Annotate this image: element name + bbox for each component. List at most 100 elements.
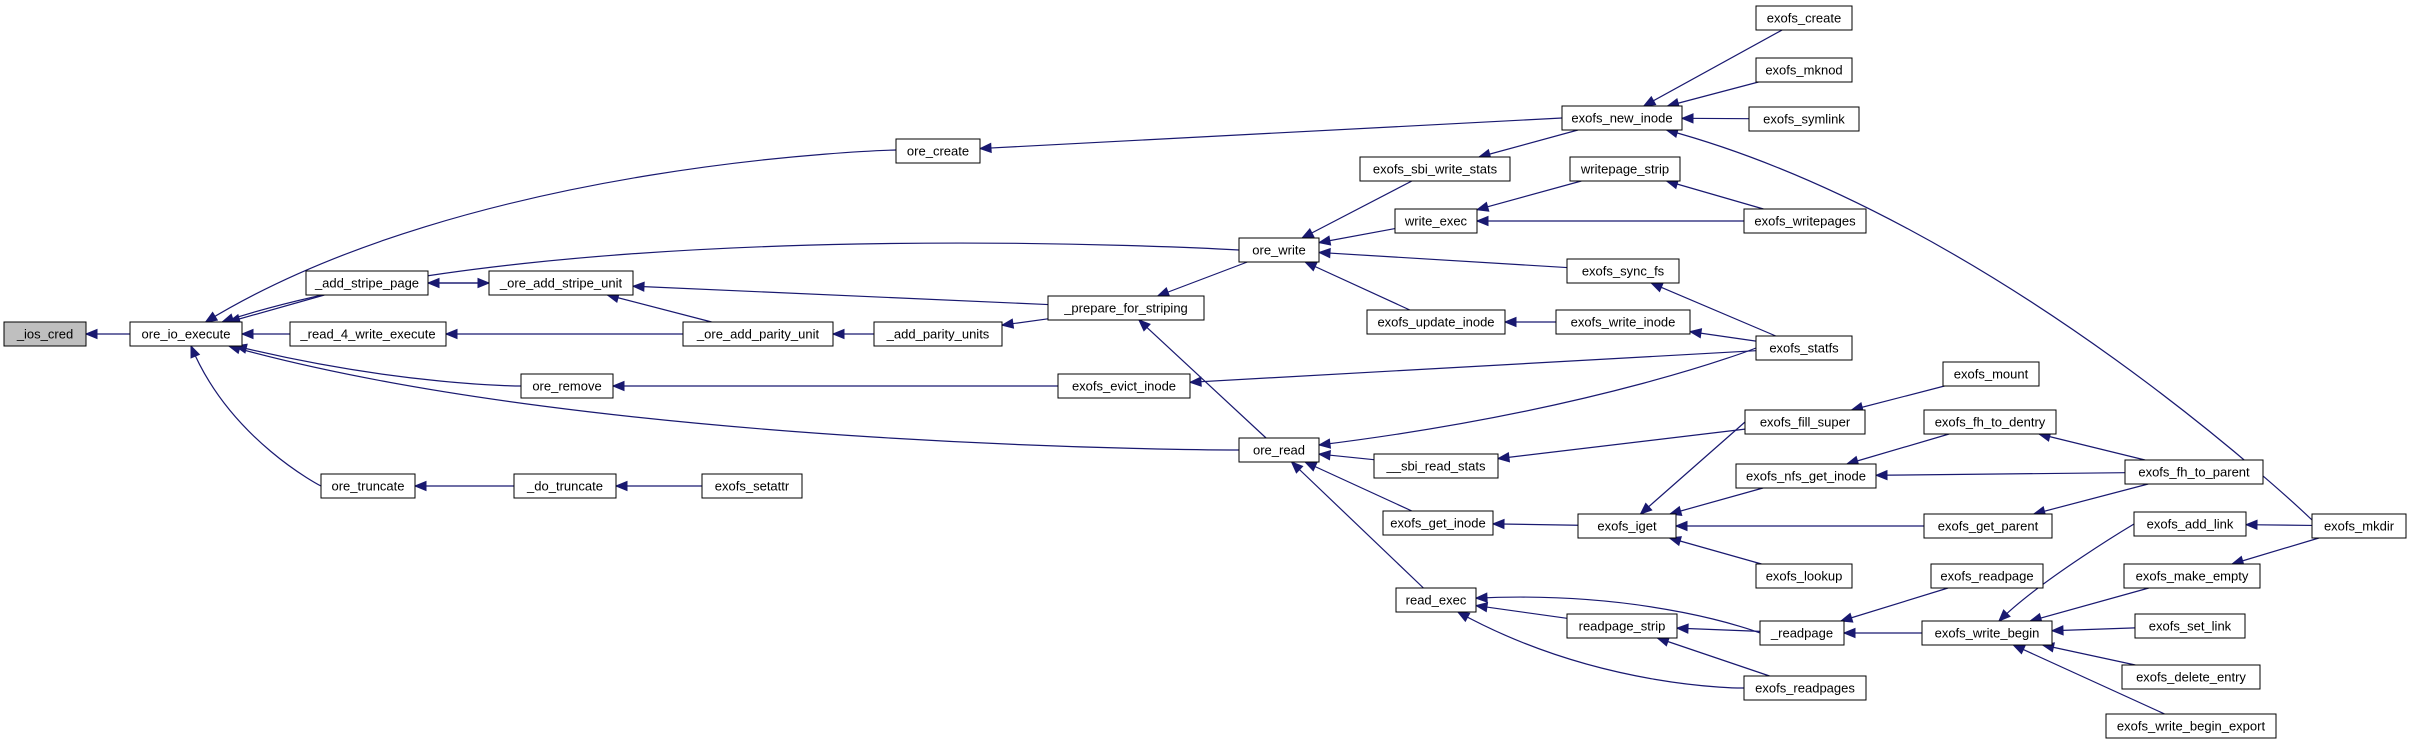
node-exofs-writepages[interactable]: exofs_writepages bbox=[1743, 208, 1867, 234]
node-box[interactable] bbox=[1373, 453, 1499, 479]
node-exofs-make-empty[interactable]: exofs_make_empty bbox=[2123, 563, 2261, 589]
node-box[interactable] bbox=[1394, 208, 1478, 234]
node-exofs-update-inode[interactable]: exofs_update_inode bbox=[1366, 309, 1506, 335]
node-box[interactable] bbox=[2311, 513, 2407, 539]
node-box[interactable] bbox=[701, 473, 803, 499]
node-write-exec[interactable]: write_exec bbox=[1394, 208, 1478, 234]
node-box[interactable] bbox=[1566, 258, 1680, 284]
node-box[interactable] bbox=[488, 270, 634, 296]
node-exofs-sync-fs[interactable]: exofs_sync_fs bbox=[1566, 258, 1680, 284]
node-exofs-new-inode[interactable]: exofs_new_inode bbox=[1561, 105, 1683, 131]
node-exofs-set-link[interactable]: exofs_set_link bbox=[2134, 613, 2246, 639]
node-box[interactable] bbox=[1923, 409, 2057, 435]
node-exofs-delete-entry[interactable]: exofs_delete_entry bbox=[2121, 664, 2261, 690]
node-exofs-mknod[interactable]: exofs_mknod bbox=[1755, 57, 1853, 83]
node-add-stripe-page[interactable]: _add_stripe_page bbox=[305, 270, 429, 296]
node-exofs-write-inode[interactable]: exofs_write_inode bbox=[1555, 309, 1691, 335]
node-box[interactable] bbox=[1577, 513, 1677, 539]
node-exofs-write-begin-export[interactable]: exofs_write_begin_export bbox=[2105, 713, 2277, 739]
node-box[interactable] bbox=[682, 321, 834, 347]
node-exofs-get-inode[interactable]: exofs_get_inode bbox=[1382, 510, 1494, 536]
node-box[interactable] bbox=[1930, 563, 2044, 589]
node-box[interactable] bbox=[2105, 713, 2277, 739]
node-readpage-strip[interactable]: readpage_strip bbox=[1566, 613, 1678, 639]
node-box[interactable] bbox=[1942, 361, 2040, 387]
node-prepare-for-striping[interactable]: _prepare_for_striping bbox=[1047, 295, 1205, 321]
node-box[interactable] bbox=[129, 321, 243, 347]
node-box[interactable] bbox=[320, 473, 416, 499]
node-box[interactable] bbox=[1238, 237, 1320, 263]
node-ore-create[interactable]: ore_create bbox=[895, 138, 981, 164]
node-box[interactable] bbox=[513, 473, 617, 499]
node-box[interactable] bbox=[1755, 57, 1853, 83]
node-exofs-nfs-get-inode[interactable]: exofs_nfs_get_inode bbox=[1735, 463, 1877, 489]
node-box[interactable] bbox=[2124, 459, 2264, 485]
node-box[interactable] bbox=[1755, 335, 1853, 361]
node-exofs-readpages[interactable]: exofs_readpages bbox=[1743, 675, 1867, 701]
node-box[interactable] bbox=[520, 373, 614, 399]
node-box[interactable] bbox=[1238, 437, 1320, 463]
node-exofs-evict-inode[interactable]: exofs_evict_inode bbox=[1057, 373, 1191, 399]
node-exofs-mount[interactable]: exofs_mount bbox=[1942, 361, 2040, 387]
node-box[interactable] bbox=[1755, 563, 1853, 589]
node-exofs-iget[interactable]: exofs_iget bbox=[1577, 513, 1677, 539]
node-ore-add-stripe-unit[interactable]: _ore_add_stripe_unit bbox=[488, 270, 634, 296]
node-exofs-get-parent[interactable]: exofs_get_parent bbox=[1923, 513, 2053, 539]
node-box[interactable] bbox=[2133, 511, 2247, 537]
node-exofs-mkdir[interactable]: exofs_mkdir bbox=[2311, 513, 2407, 539]
node-box[interactable] bbox=[895, 138, 981, 164]
node-read-4-write-execute[interactable]: _read_4_write_execute bbox=[289, 321, 447, 347]
node-box[interactable] bbox=[1743, 208, 1867, 234]
node-ore-write[interactable]: ore_write bbox=[1238, 237, 1320, 263]
node-readpage[interactable]: _readpage bbox=[1759, 620, 1845, 646]
node-exofs-readpage[interactable]: exofs_readpage bbox=[1930, 563, 2044, 589]
node-read-exec[interactable]: read_exec bbox=[1395, 587, 1477, 613]
node-exofs-write-begin[interactable]: exofs_write_begin bbox=[1921, 620, 2053, 646]
node-box[interactable] bbox=[2121, 664, 2261, 690]
node-box[interactable] bbox=[2123, 563, 2261, 589]
node-box[interactable] bbox=[1359, 156, 1511, 182]
node-exofs-add-link[interactable]: exofs_add_link bbox=[2133, 511, 2247, 537]
node-ore-truncate[interactable]: ore_truncate bbox=[320, 473, 416, 499]
node-box[interactable] bbox=[1748, 106, 1860, 132]
node-box[interactable] bbox=[1735, 463, 1877, 489]
node-exofs-fh-to-parent[interactable]: exofs_fh_to_parent bbox=[2124, 459, 2264, 485]
node-box[interactable] bbox=[289, 321, 447, 347]
node-ore-remove[interactable]: ore_remove bbox=[520, 373, 614, 399]
node-sbi-read-stats[interactable]: __sbi_read_stats bbox=[1373, 453, 1499, 479]
node-box[interactable] bbox=[1366, 309, 1506, 335]
node-ore-io-execute[interactable]: ore_io_execute bbox=[129, 321, 243, 347]
node-ios-cred[interactable]: _ios_cred bbox=[3, 321, 87, 347]
node-box[interactable] bbox=[1561, 105, 1683, 131]
node-box[interactable] bbox=[2134, 613, 2246, 639]
node-box[interactable] bbox=[1921, 620, 2053, 646]
node-add-parity-units[interactable]: _add_parity_units bbox=[873, 321, 1003, 347]
node-exofs-setattr[interactable]: exofs_setattr bbox=[701, 473, 803, 499]
node-box[interactable] bbox=[1759, 620, 1845, 646]
node-box[interactable] bbox=[1744, 409, 1866, 435]
node-box[interactable] bbox=[305, 270, 429, 296]
node-exofs-fh-to-dentry[interactable]: exofs_fh_to_dentry bbox=[1923, 409, 2057, 435]
node-box[interactable] bbox=[3, 321, 87, 347]
node-do-truncate[interactable]: _do_truncate bbox=[513, 473, 617, 499]
node-box[interactable] bbox=[873, 321, 1003, 347]
node-box[interactable] bbox=[1743, 675, 1867, 701]
node-box[interactable] bbox=[1382, 510, 1494, 536]
node-box[interactable] bbox=[1923, 513, 2053, 539]
node-box[interactable] bbox=[1569, 156, 1681, 182]
node-box[interactable] bbox=[1555, 309, 1691, 335]
node-ore-add-parity-unit[interactable]: _ore_add_parity_unit bbox=[682, 321, 834, 347]
node-writepage-strip[interactable]: writepage_strip bbox=[1569, 156, 1681, 182]
node-box[interactable] bbox=[1566, 613, 1678, 639]
node-box[interactable] bbox=[1047, 295, 1205, 321]
node-exofs-lookup[interactable]: exofs_lookup bbox=[1755, 563, 1853, 589]
node-box[interactable] bbox=[1057, 373, 1191, 399]
node-exofs-symlink[interactable]: exofs_symlink bbox=[1748, 106, 1860, 132]
node-exofs-fill-super[interactable]: exofs_fill_super bbox=[1744, 409, 1866, 435]
node-exofs-create[interactable]: exofs_create bbox=[1755, 5, 1853, 31]
node-exofs-statfs[interactable]: exofs_statfs bbox=[1755, 335, 1853, 361]
node-exofs-sbi-write-stats[interactable]: exofs_sbi_write_stats bbox=[1359, 156, 1511, 182]
node-ore-read[interactable]: ore_read bbox=[1238, 437, 1320, 463]
node-box[interactable] bbox=[1755, 5, 1853, 31]
node-box[interactable] bbox=[1395, 587, 1477, 613]
